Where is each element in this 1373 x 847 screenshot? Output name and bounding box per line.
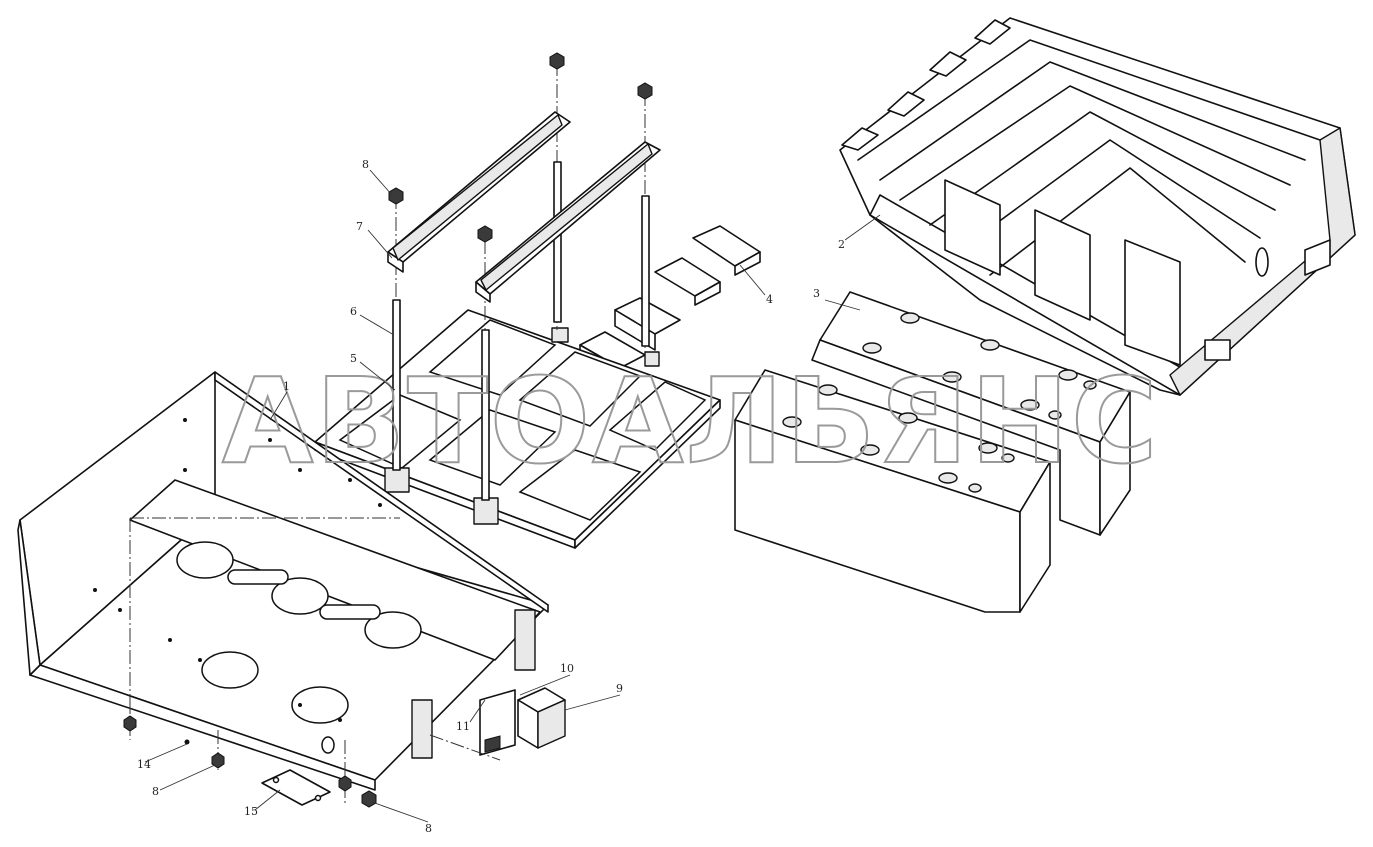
battery-rear xyxy=(811,291,1131,536)
callout-2: 2 xyxy=(838,238,845,251)
battery-tray xyxy=(314,309,721,549)
callout-15: 15 xyxy=(244,805,258,818)
callout-9: 9 xyxy=(616,682,623,695)
battery-box xyxy=(17,371,549,791)
top-hold-down-bars xyxy=(387,111,661,303)
base-fasteners xyxy=(123,700,377,808)
callout-6: 6 xyxy=(350,305,357,318)
callout-8-bottom: 8 xyxy=(425,822,432,835)
callout-8-left: 8 xyxy=(152,785,159,798)
callout-14: 14 xyxy=(137,758,151,771)
callout-leaders xyxy=(144,169,881,823)
battery-front xyxy=(734,369,1051,613)
callout-11: 11 xyxy=(456,720,470,733)
callout-7: 7 xyxy=(356,220,363,233)
callout-5: 5 xyxy=(350,352,357,365)
battery-cover xyxy=(839,17,1356,396)
callout-10: 10 xyxy=(560,662,574,675)
callout-8-top: 8 xyxy=(362,158,369,171)
hold-down-rods xyxy=(388,52,653,501)
watermark-text: АВТОАЛЬЯНС xyxy=(222,352,1160,490)
callout-4: 4 xyxy=(766,293,773,306)
callout-3: 3 xyxy=(813,287,820,300)
terminal-switch xyxy=(429,687,566,761)
callout-1: 1 xyxy=(283,380,290,393)
gasket-plate xyxy=(261,769,331,806)
